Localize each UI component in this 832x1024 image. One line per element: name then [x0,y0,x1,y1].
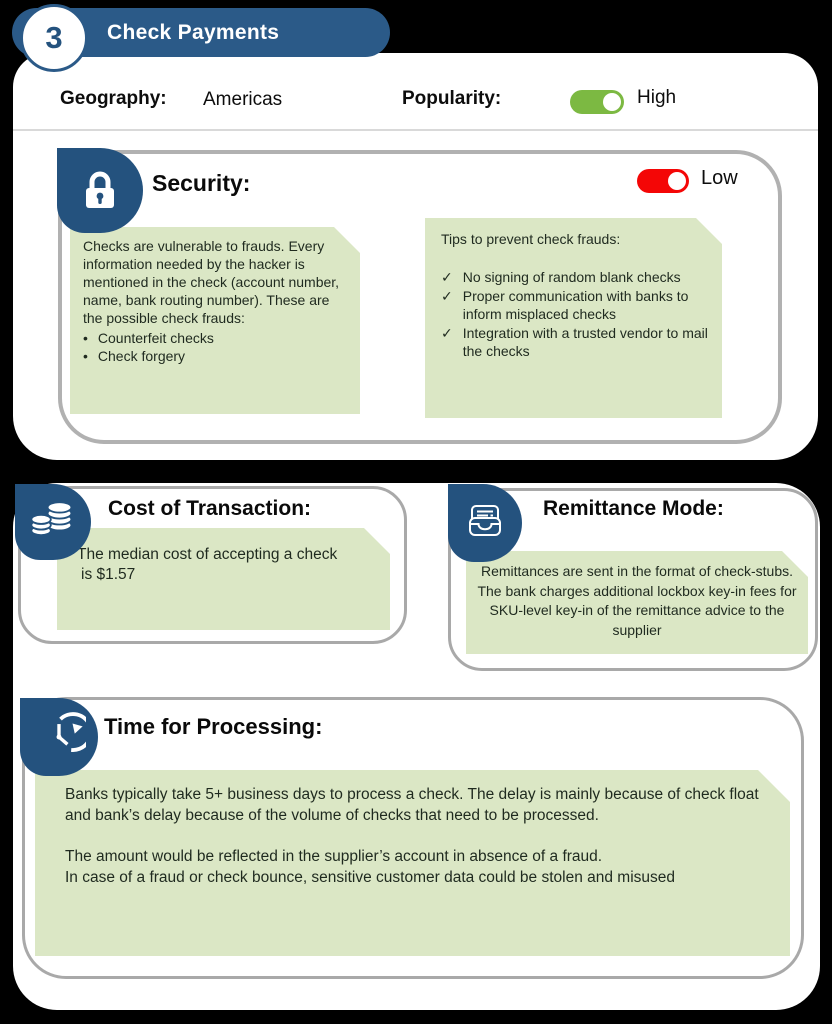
processing-para2-line1: The amount would be reflected in the sup… [65,848,603,866]
toggle-knob [668,172,686,190]
processing-para1: Banks typically take 5+ business days to… [65,786,759,824]
check-icon: ✓ [441,324,453,341]
check-icon: ✓ [441,287,453,304]
geography-value: Americas [203,89,283,110]
cost-text-line2: is $1.57 [81,566,136,584]
processing-para2-line2: In case of a fraud or check bounce, sens… [65,868,676,886]
bullet-icon: • [83,329,88,346]
security-tips-note: Tips to prevent check frauds: ✓ No signi… [425,218,722,418]
tip-item: ✓ No signing of random blank checks [441,269,712,287]
check-icon: ✓ [441,268,453,285]
geography-label: Geography: [60,88,167,109]
page-title: Check Payments [107,21,280,44]
cost-text-line1: The median cost of accepting a check [77,546,338,563]
security-level-value: Low [701,167,738,189]
bullet-icon: • [83,348,88,365]
fraud-type-label: Counterfeit checks [97,329,214,346]
coin-stack-icon [15,484,91,560]
tip-label: Integration with a trusted vendor to mai… [462,324,708,359]
fraud-type-label: Check forgery [97,348,186,365]
clock-history-icon [20,698,98,776]
popularity-value: High [637,87,677,108]
remittance-title: Remittance Mode: [543,497,724,520]
cost-title: Cost of Transaction: [108,497,312,520]
security-risk-text: Checks are vulnerable to frauds. Every i… [83,238,340,326]
security-risk-note: Checks are vulnerable to frauds. Every i… [70,227,360,414]
divider-line [13,129,818,131]
cost-note: The median cost of accepting a check is … [57,528,390,630]
tip-item: ✓ Proper communication with banks to inf… [441,288,712,324]
inbox-tray-icon [448,484,522,562]
remittance-text: Remittances are sent in the format of ch… [477,563,797,638]
tip-label: Proper communication with banks to infor… [462,287,689,322]
processing-note: Banks typically take 5+ business days to… [35,770,790,956]
popularity-label: Popularity: [402,88,502,109]
popularity-toggle[interactable] [570,90,624,114]
tips-title: Tips to prevent check frauds: [441,231,621,247]
tip-label: No signing of random blank checks [462,268,681,285]
security-title: Security: [152,170,251,196]
fraud-type-item: • Counterfeit checks [83,330,348,348]
lock-icon [57,148,143,233]
remittance-note: Remittances are sent in the format of ch… [466,551,808,654]
tip-item: ✓ Integration with a trusted vendor to m… [441,325,712,361]
toggle-knob [603,93,621,111]
fraud-type-item: • Check forgery [83,348,348,366]
step-number-badge: 3 [20,4,88,72]
security-level-toggle[interactable] [637,169,689,193]
processing-title: Time for Processing: [104,714,323,739]
